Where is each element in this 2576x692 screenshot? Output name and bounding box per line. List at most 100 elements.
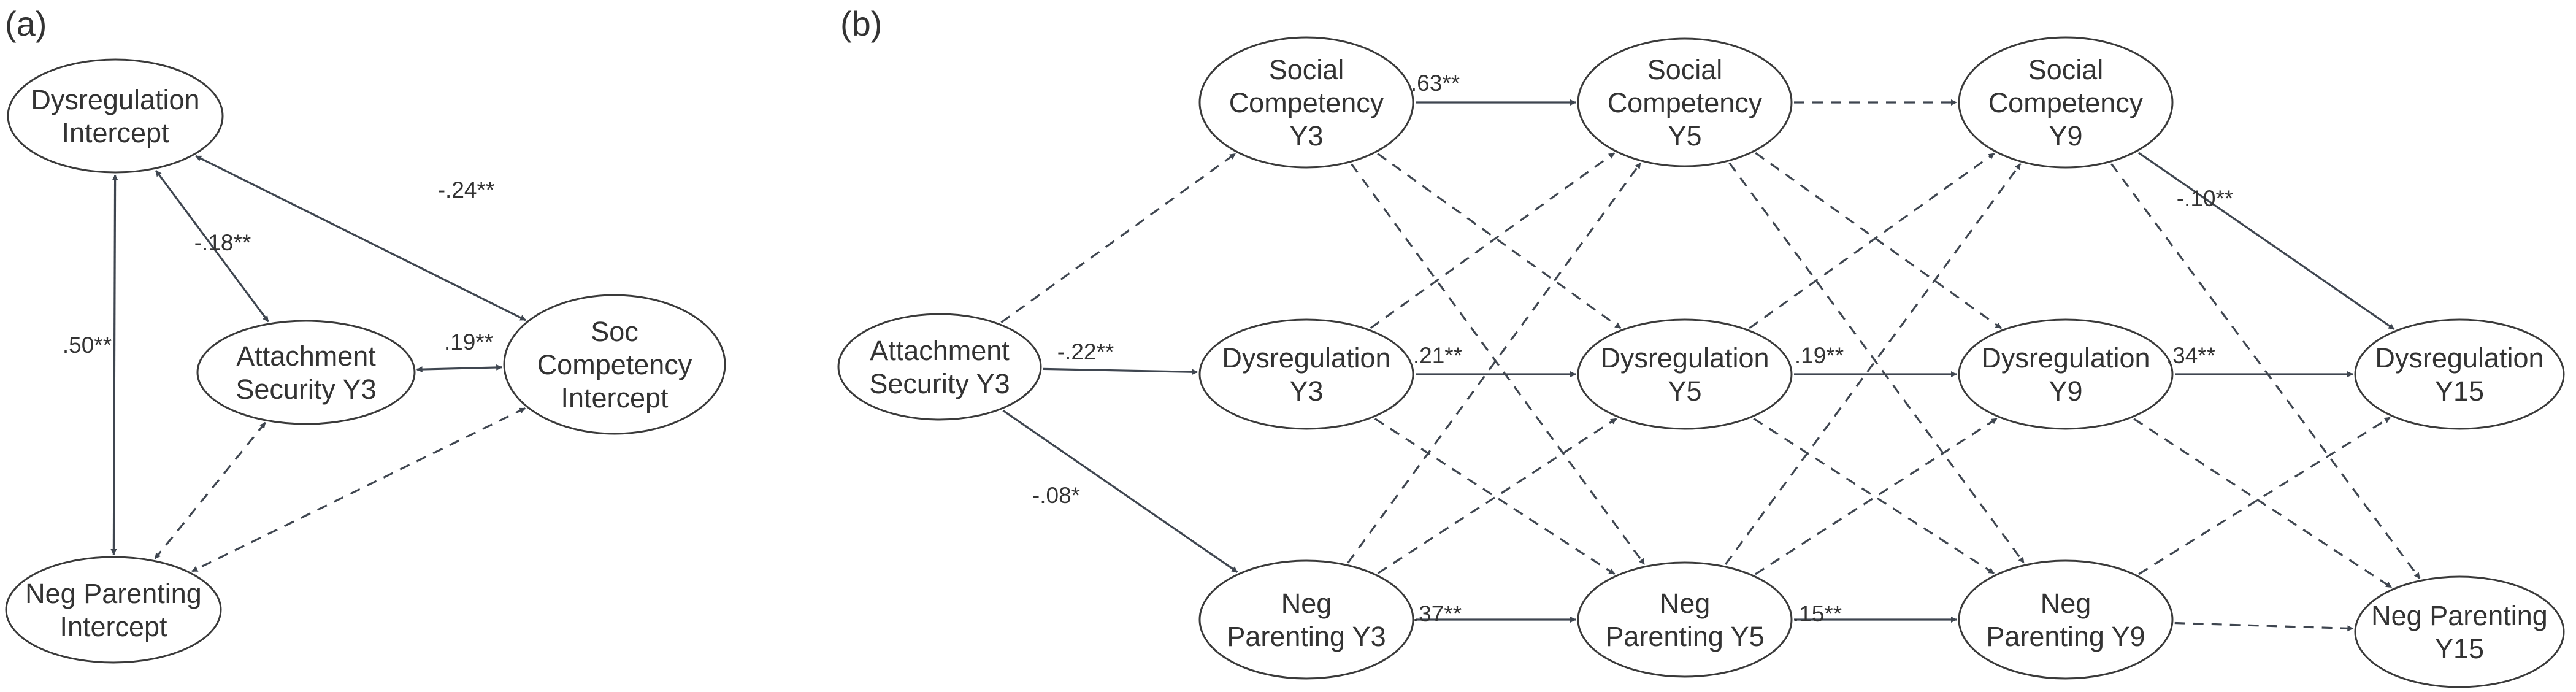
path-arrow-dy3-to-sc5	[1370, 152, 1616, 329]
path-arrow-sc3-to-dy5	[1377, 153, 1622, 329]
node-label-line: Social	[1269, 54, 1344, 85]
coefficient-label-a_dys-to-a_neg: .50**	[63, 333, 112, 358]
node-label-line: Parenting Y3	[1227, 621, 1386, 652]
node-label-line: Neg Parenting	[25, 578, 202, 609]
coefficient-label-b_att-to-dy3: -.22**	[1057, 339, 1114, 364]
path-arrow-sc9-to-np15	[2110, 163, 2421, 579]
node-ellipse	[837, 313, 1042, 421]
path-arrow-b_att-to-np3	[1002, 409, 1238, 573]
coefficient-label-dy9-to-dy15: .34**	[2166, 343, 2215, 368]
node-ellipse	[1198, 559, 1414, 680]
node-ellipse	[7, 58, 224, 174]
node-label-line: Neg	[1281, 588, 1332, 619]
node-ellipse	[5, 556, 222, 664]
node-label-line: Intercept	[61, 117, 169, 148]
node-ellipse	[503, 294, 726, 435]
path-arrow-a_soc-to-a_neg	[191, 407, 526, 572]
path-arrow-sc9-to-dy15	[2137, 152, 2395, 330]
path-arrow-a_att-to-a_soc	[416, 364, 503, 373]
node-label-line: Y3	[1289, 375, 1323, 407]
path-arrow-np5-to-dy9	[1755, 417, 1998, 575]
path-arrow-np3-to-dy5	[1377, 418, 1617, 574]
path-arrow-np5-to-sc9	[1725, 163, 2022, 565]
path-arrow-a_dys-to-a_neg	[110, 174, 118, 556]
path-arrow-dy5-to-sc9	[1749, 152, 1995, 329]
path-arrow-np3-to-sc5	[1347, 162, 1642, 564]
node-label-line: Y15	[2435, 633, 2484, 664]
node-label-line: Neg	[1660, 588, 1711, 619]
nodes-layer: DysregulationInterceptAttachmentSecurity…	[5, 36, 2565, 688]
node-label-line: Social	[2028, 54, 2104, 85]
path-arrow-sc3-to-np5	[1351, 163, 1646, 565]
node-label-line: Neg	[2041, 588, 2091, 619]
node-ellipse	[1958, 559, 2174, 680]
coefficient-label-a_dys-to-a_soc: -.24**	[438, 177, 495, 202]
node-label-line: Y15	[2435, 375, 2484, 407]
coefficient-label-np5-to-np9: .15**	[1793, 601, 1842, 626]
node-ellipse	[1577, 318, 1793, 430]
node-ellipse	[1577, 561, 1793, 678]
node-ellipse	[1958, 36, 2174, 169]
path-arrow-sc5-to-np9	[1728, 162, 2025, 564]
node-label-line: Competency	[1608, 87, 1763, 118]
node-ellipse	[196, 320, 416, 425]
node-label-line: Dysregulation	[1222, 342, 1390, 374]
node-label-line: Y3	[1289, 120, 1323, 152]
node-ellipse	[2354, 575, 2565, 688]
node-label-line: Neg Parenting	[2371, 600, 2548, 631]
coefficient-label-np3-to-np5: .37**	[1413, 601, 1462, 626]
node-label-line: Parenting Y9	[1986, 621, 2145, 652]
coefficient-label-sc3-to-sc5: .63**	[1411, 71, 1460, 96]
path-arrow-sc5-to-dy9	[1755, 152, 2002, 329]
path-arrow-dy9-to-np15	[2133, 418, 2393, 588]
node-ellipse	[1198, 318, 1414, 430]
path-arrow-a_dys-to-a_att	[155, 170, 269, 323]
node-label-line: Y5	[1668, 375, 1701, 407]
node-label-line: Attachment	[236, 340, 376, 372]
path-arrow-dy5-to-np9	[1753, 417, 1995, 574]
path-arrow-np9-to-np15	[2174, 621, 2354, 632]
coefficient-label-dy3-to-dy5: .21**	[1413, 343, 1462, 368]
node-label-line: Security Y3	[236, 374, 376, 405]
node-ellipse	[1577, 37, 1793, 167]
node-label-line: Intercept	[59, 611, 167, 642]
path-arrow-b_att-to-sc3	[1000, 153, 1236, 323]
node-ellipse	[1958, 318, 2174, 430]
coefficient-label-a_att-to-a_soc: .19**	[444, 329, 493, 355]
node-label-line: Competency	[537, 349, 692, 380]
node-ellipse	[2354, 318, 2565, 430]
node-label-line: Competency	[1988, 87, 2144, 118]
coefficient-label-sc9-to-dy15: -.10**	[2177, 186, 2234, 211]
coefficient-label-dy5-to-dy9: .19**	[1795, 343, 1844, 368]
node-label-line: Security Y3	[869, 368, 1010, 399]
panel-label-b: (b)	[840, 4, 882, 43]
path-arrow-b_att-to-dy3	[1043, 367, 1198, 375]
node-label-line: Dysregulation	[31, 84, 199, 115]
edges-layer	[110, 99, 2421, 632]
node-label-line: Attachment	[870, 335, 1010, 366]
node-label-line: Dysregulation	[1600, 342, 1769, 374]
node-label-line: Soc	[591, 316, 638, 347]
coefficient-labels-layer: -.24**-.18**.50**.19**-.22**-.08*.63**-.…	[63, 71, 2233, 626]
node-label-line: Y9	[2049, 375, 2082, 407]
coefficient-label-a_dys-to-a_att: -.18**	[194, 230, 251, 255]
path-arrow-a_att-to-a_neg	[154, 421, 266, 559]
node-label-line: Y5	[1668, 120, 1701, 152]
node-label-line: Parenting Y5	[1605, 621, 1764, 652]
